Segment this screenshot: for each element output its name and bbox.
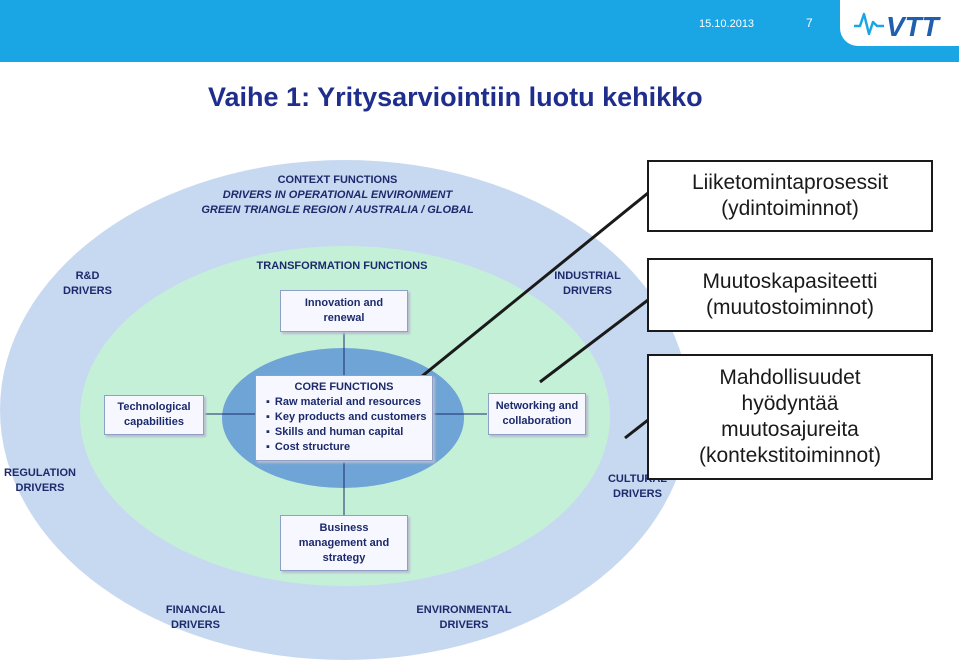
page-title: Vaihe 1: Yritysarviointiin luotu kehikko bbox=[208, 82, 703, 112]
core-item: Key products and customers bbox=[266, 410, 432, 425]
core-item: Skills and human capital bbox=[266, 425, 432, 440]
callout-capabilities: Muutoskapasiteetti(muutostoiminnot) bbox=[647, 258, 933, 332]
pointer-core bbox=[404, 191, 649, 392]
vtt-logo-text: VTT bbox=[886, 11, 942, 42]
core-item: Cost structure bbox=[266, 440, 432, 455]
context-functions-label: CONTEXT FUNCTIONS DRIVERS IN OPERATIONAL… bbox=[201, 174, 474, 216]
header-bar bbox=[0, 0, 959, 62]
core-item: Raw material and resources bbox=[266, 395, 432, 410]
core-functions-list: Raw material and resources Key products … bbox=[256, 395, 432, 455]
callout-processes: Liiketomintaprosessit(ydintoiminnot) bbox=[647, 160, 933, 232]
pointer-context bbox=[624, 418, 649, 440]
core-functions-box: CORE FUNCTIONS Raw material and resource… bbox=[255, 375, 433, 461]
page-number: 7 bbox=[806, 16, 813, 30]
slide-date: 15.10.2013 bbox=[699, 18, 755, 30]
core-functions-title: CORE FUNCTIONS bbox=[294, 381, 394, 393]
transformation-functions-label: TRANSFORMATION FUNCTIONS bbox=[256, 260, 428, 272]
vtt-logo-icon: VTT bbox=[854, 11, 942, 42]
pointer-transformation bbox=[539, 298, 649, 384]
vtt-logo: VTT bbox=[840, 0, 959, 46]
